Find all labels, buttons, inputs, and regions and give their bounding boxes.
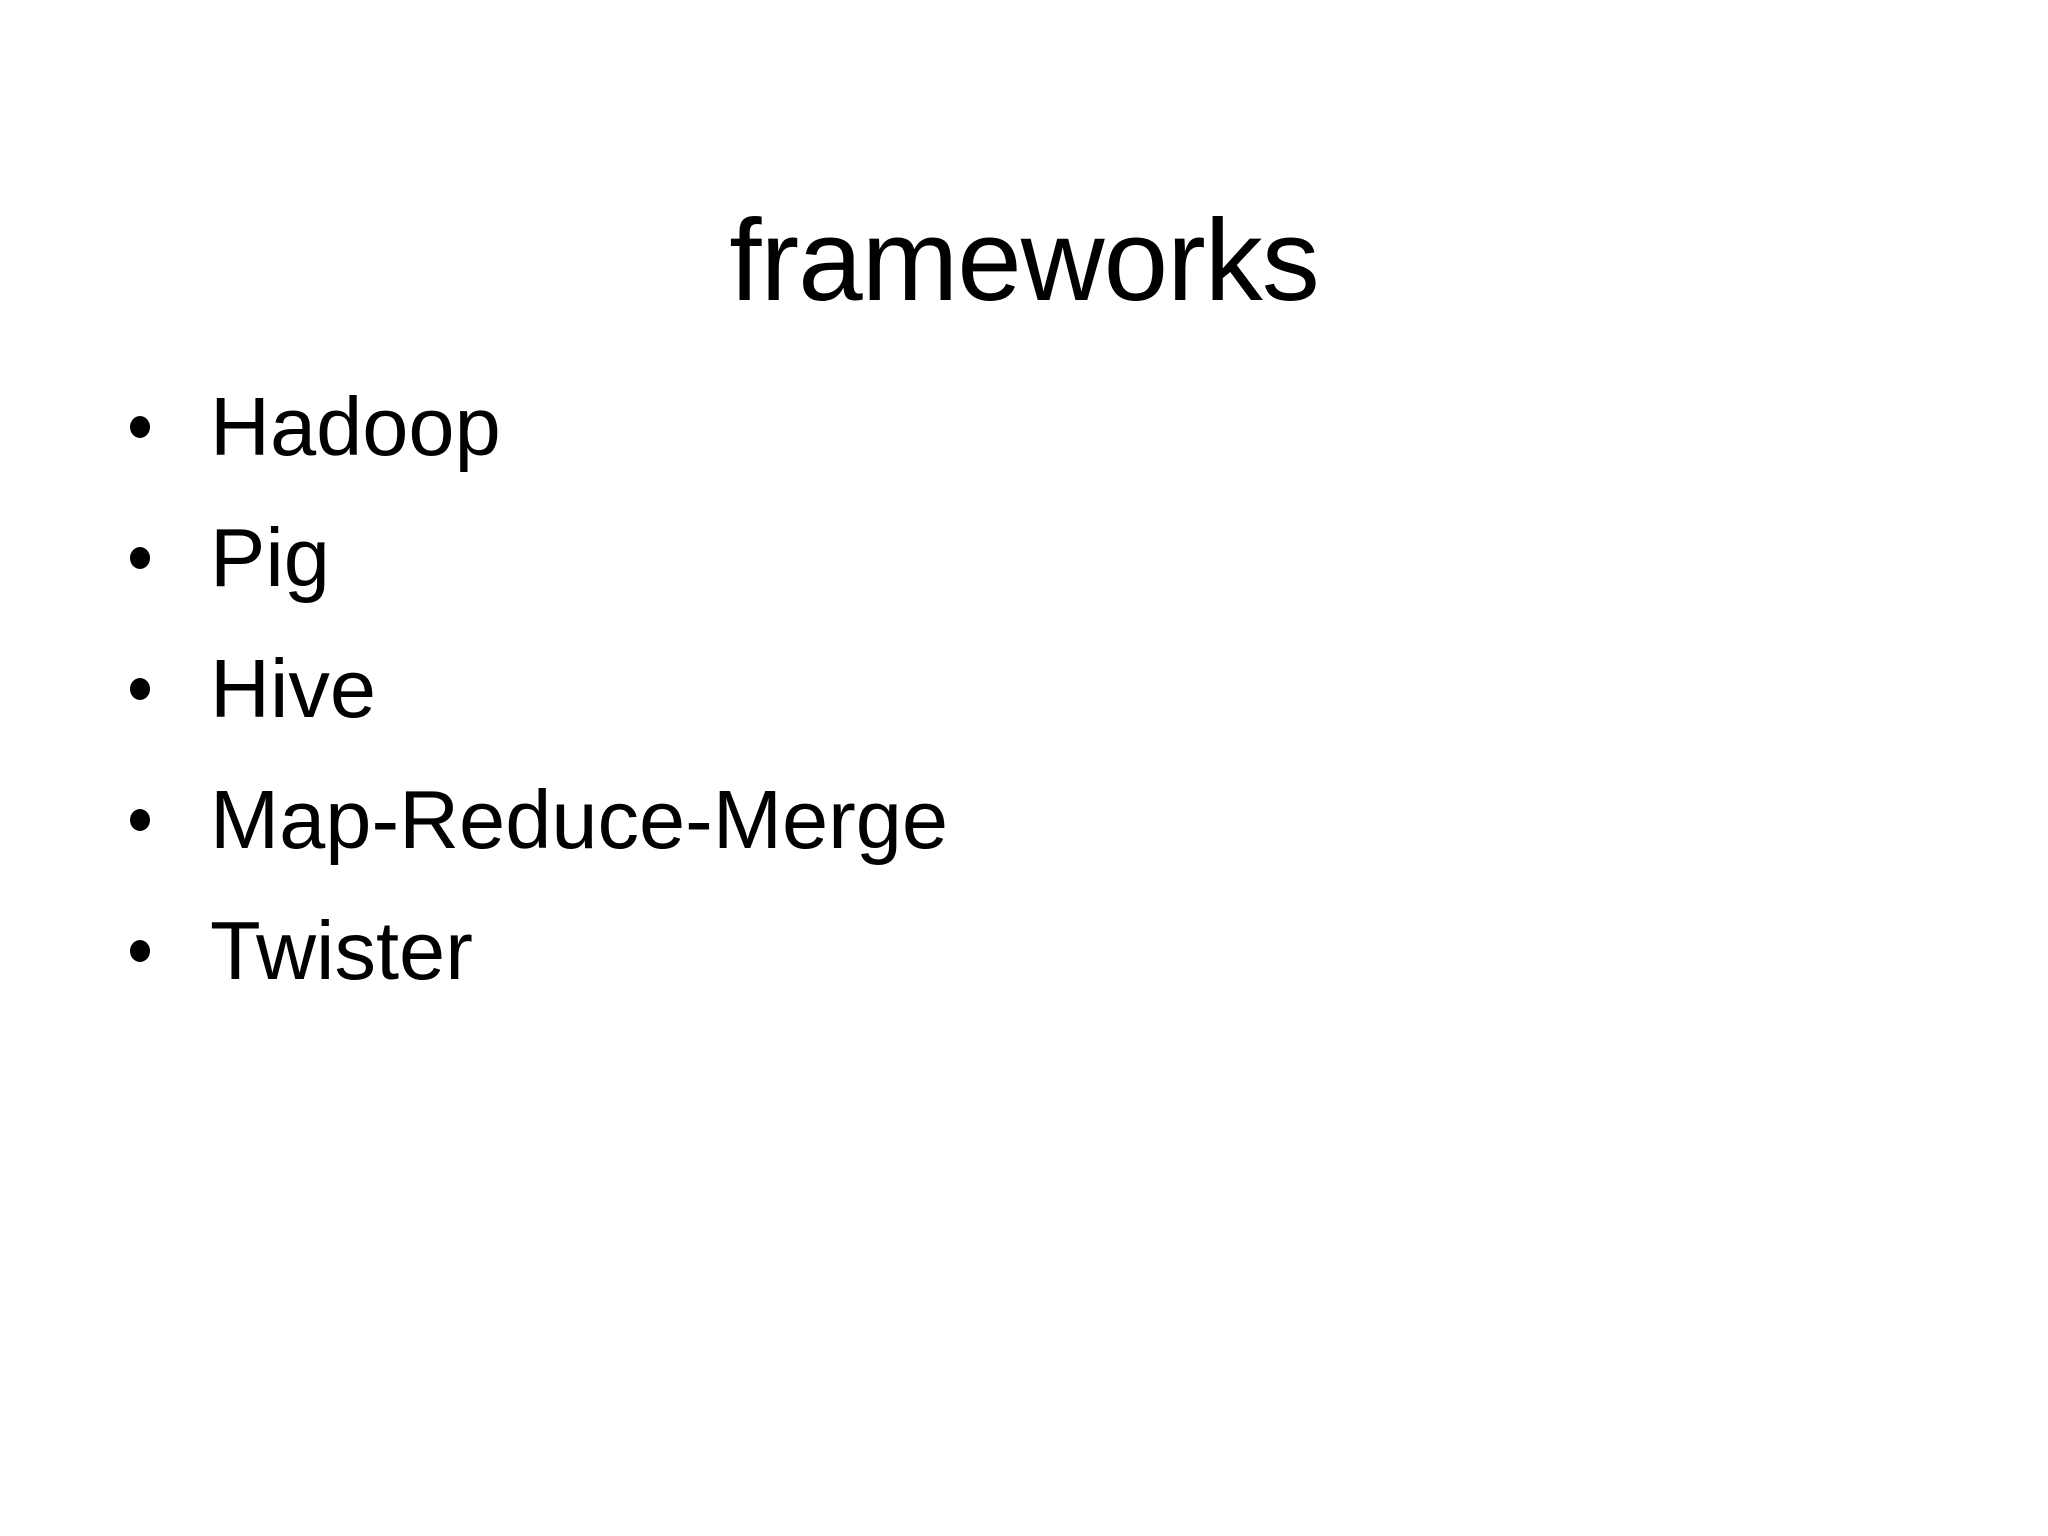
list-item-label: Hive <box>210 641 377 735</box>
bullet-dot-icon <box>130 546 150 569</box>
bullet-dot-icon <box>130 808 150 831</box>
bullet-dot-icon <box>130 415 150 438</box>
bullet-list: Hadoop Pig Hive Map-Reduce-Merge Twister <box>0 361 2048 1016</box>
list-item: Hive <box>0 623 2048 754</box>
list-item-label: Pig <box>210 510 330 604</box>
list-item: Pig <box>0 492 2048 623</box>
list-item: Twister <box>0 885 2048 1016</box>
list-item-label: Hadoop <box>210 379 501 473</box>
bullet-dot-icon <box>130 677 150 700</box>
bullet-dot-icon <box>130 939 150 962</box>
list-item-label: Map-Reduce-Merge <box>210 772 949 866</box>
list-item: Hadoop <box>0 361 2048 492</box>
list-item: Map-Reduce-Merge <box>0 754 2048 885</box>
list-item-label: Twister <box>210 903 473 997</box>
slide-title: frameworks <box>729 194 1319 325</box>
